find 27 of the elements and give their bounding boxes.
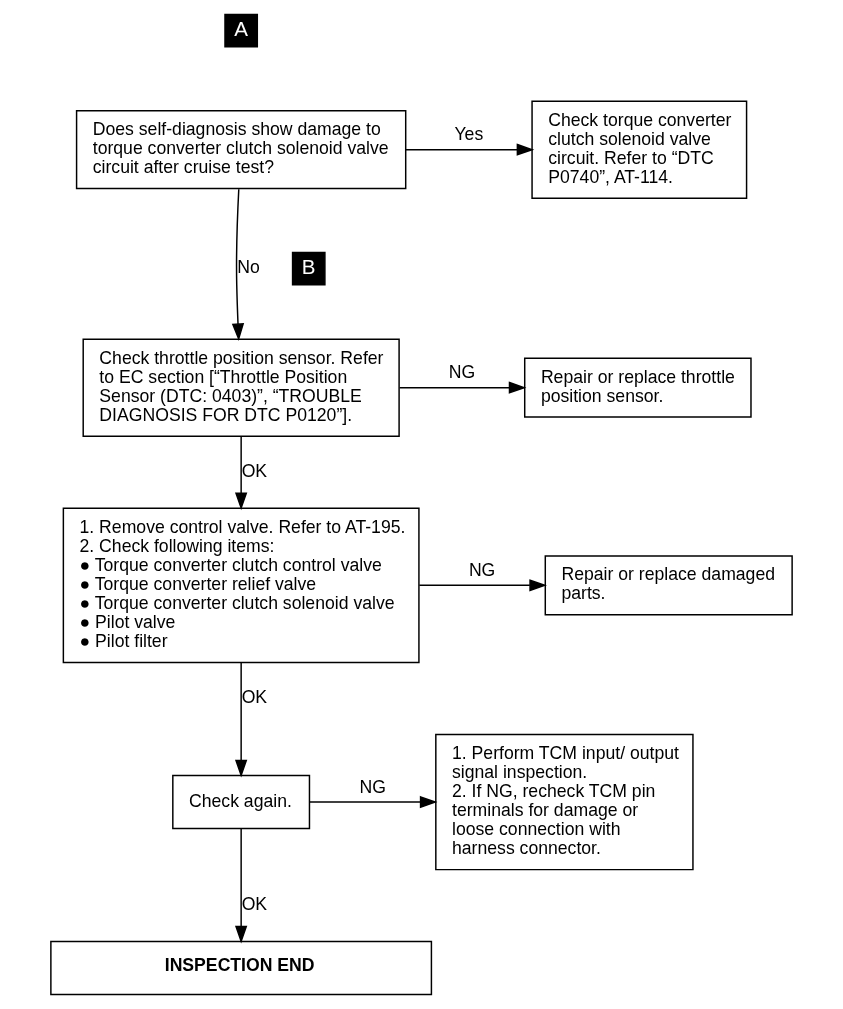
- arrow: [405, 143, 535, 156]
- edge-label: OK: [241, 687, 268, 707]
- node-box: Does self-diagnosis show damage to torque converter clutch solenoid valve circuit after cruise test?: [75, 110, 407, 190]
- edge-label: Yes: [454, 124, 484, 145]
- edge-label: No: [237, 257, 260, 278]
- node-box: Check throttle position sensor. Refer to EC section [“Throttle Position Sensor (DTC: 0403)”, “TROUBLE DIAGNOSIS FOR DTC P0120”].: [82, 338, 400, 437]
- node-box: Check again.: [172, 774, 311, 830]
- arrow: [231, 188, 245, 341]
- node-box: 1. Perform TCM input/ output signal inspection. 2. If NG, recheck TCM pin terminals for damage or loose connection with harness connector.: [435, 733, 694, 871]
- node-box: Repair or replace damaged parts.: [544, 555, 793, 616]
- edge-label: NG: [448, 362, 476, 383]
- edge-label: NG: [359, 776, 386, 797]
- arrow: [234, 662, 248, 778]
- node-box: Repair or replace throttle position sensor.: [524, 357, 752, 418]
- label: B: [301, 255, 316, 279]
- edge-label: OK: [241, 460, 268, 481]
- arrow: [234, 828, 248, 944]
- node-box: 1. Remove control valve. Refer to AT-195. 2. Check following items: ● Torque converter clutch control valve ● Torque converter relief valve ● Torque converter clutch solenoid valve ● Pilot valve ● Pilot filter: [62, 507, 420, 664]
- node-box: Check torque converter clutch solenoid valve circuit. Refer to “DTC P0740”, AT-114.: [531, 100, 748, 199]
- arrow: [234, 435, 248, 511]
- label: A: [234, 17, 249, 41]
- node-box: INSPECTION END: [50, 940, 433, 996]
- arrow: [398, 381, 527, 394]
- arrow: [308, 795, 438, 809]
- edge-label: OK: [241, 894, 268, 915]
- edge-label: NG: [468, 559, 496, 580]
- arrow: [418, 579, 547, 592]
